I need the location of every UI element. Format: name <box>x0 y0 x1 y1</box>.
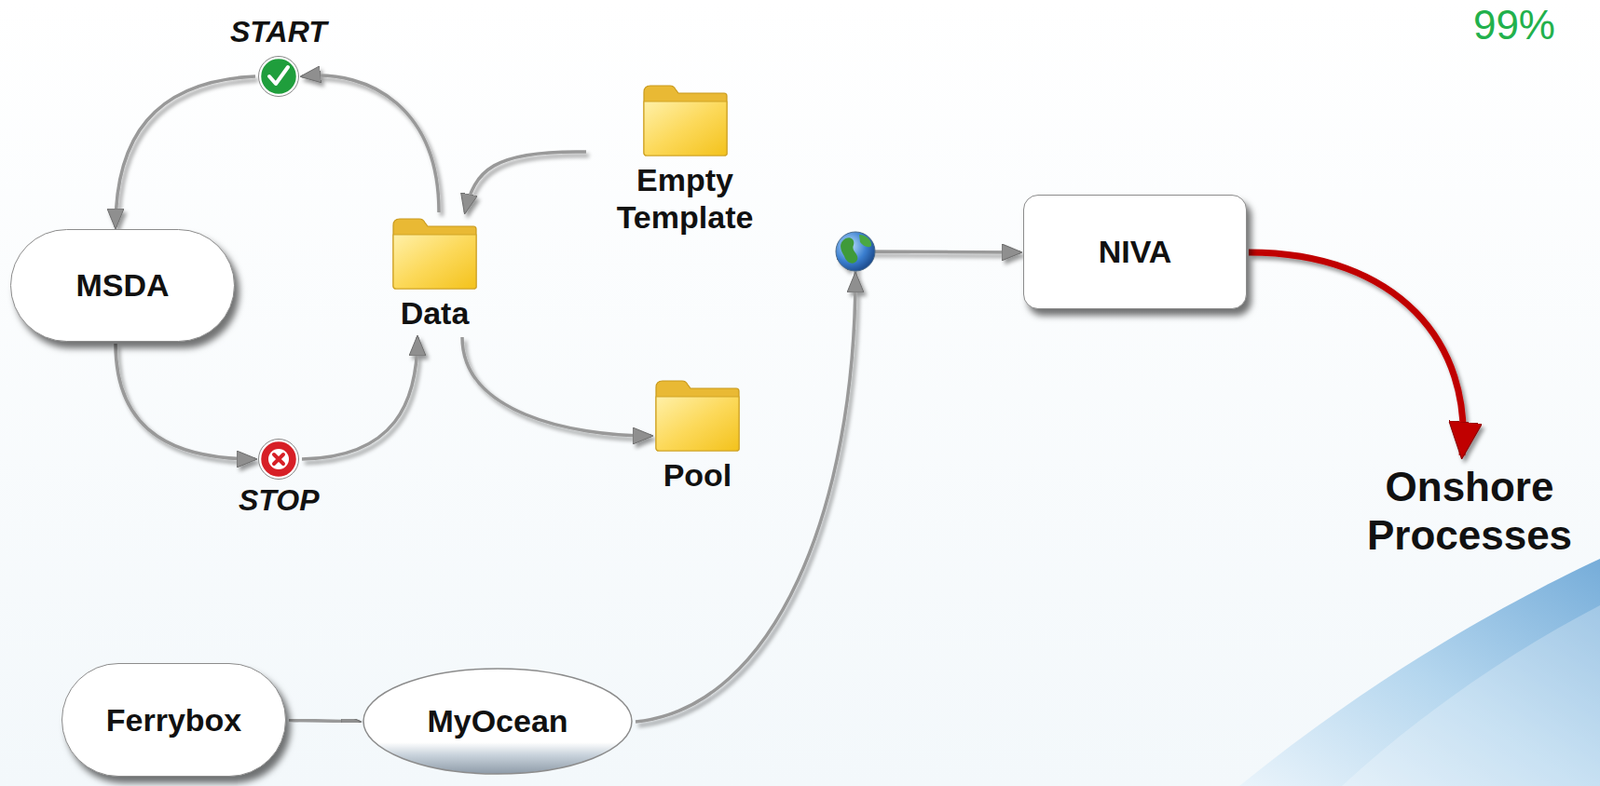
stop-symbol <box>258 438 300 480</box>
node-label: Ferrybox <box>106 701 243 739</box>
node-label: Pool <box>663 456 733 494</box>
terminal-pill: Ferrybox <box>61 663 287 778</box>
folder-node: Pool <box>654 378 741 494</box>
node-label: MyOcean <box>426 702 568 740</box>
text-node: Onshore Processes <box>1348 463 1591 561</box>
terminal-pill: MSDA <box>10 229 235 342</box>
node-label: Empty Template <box>591 161 779 236</box>
flow-connector <box>464 151 587 213</box>
ellipse-node: MyOcean <box>362 668 633 776</box>
node-label: Data <box>400 294 470 332</box>
node-label: STOP <box>238 483 320 520</box>
folder-icon <box>642 82 729 158</box>
flow-connector <box>301 337 418 460</box>
flow-connector <box>115 76 256 228</box>
percent-label: 99% <box>1473 1 1556 49</box>
flow-connector <box>115 343 256 460</box>
folder-icon <box>654 378 741 453</box>
node-label: START <box>230 14 328 51</box>
folder-icon <box>391 216 479 291</box>
node-label: NIVA <box>1098 232 1173 271</box>
label-group: NIVA <box>1098 232 1173 271</box>
label-group: MSDA <box>75 266 169 304</box>
label-group: Ferrybox <box>106 701 243 739</box>
flow-connector <box>301 75 439 213</box>
flow-arrow-red <box>1248 252 1464 456</box>
stop-icon-node: STOP <box>238 438 320 520</box>
node-label: Onshore Processes <box>1348 463 1591 561</box>
flow-connector <box>635 251 1021 723</box>
start-symbol <box>258 55 300 97</box>
node-label: MSDA <box>75 266 169 304</box>
start-icon-node: START <box>230 14 328 97</box>
folder-node: Data <box>391 216 479 332</box>
flow-connector <box>288 720 360 723</box>
process-box: NIVA <box>1023 194 1247 310</box>
label-group: MyOcean <box>426 702 568 740</box>
flow-connector <box>462 337 652 437</box>
folder-node: Empty Template <box>591 82 779 236</box>
